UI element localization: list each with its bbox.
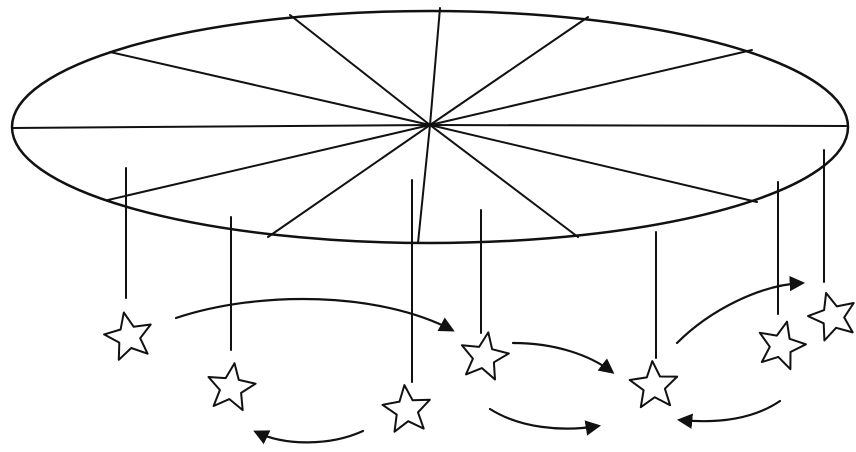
disc-spoke [12, 125, 430, 128]
disc-spoke [430, 8, 440, 125]
disc-spoke [430, 125, 846, 126]
disc-spoke [430, 17, 588, 125]
motion-arrow [513, 343, 612, 372]
disc-spoke [418, 125, 430, 243]
star-icon [760, 322, 806, 370]
star-icon [808, 293, 854, 341]
motion-arrow [490, 409, 598, 429]
disc-spoke [430, 50, 752, 125]
disc-spoke [268, 125, 430, 237]
motion-arrow [680, 401, 780, 421]
hanging-stars [104, 293, 854, 432]
star-icon [630, 361, 678, 407]
motion-arrow [256, 431, 363, 442]
disc-spoke [430, 125, 757, 202]
star-icon [462, 332, 509, 379]
motion-arrow [176, 299, 452, 330]
star-icon [104, 313, 151, 360]
star-icon [383, 385, 430, 432]
disc-spoke [108, 125, 430, 200]
star-icon [209, 363, 256, 410]
